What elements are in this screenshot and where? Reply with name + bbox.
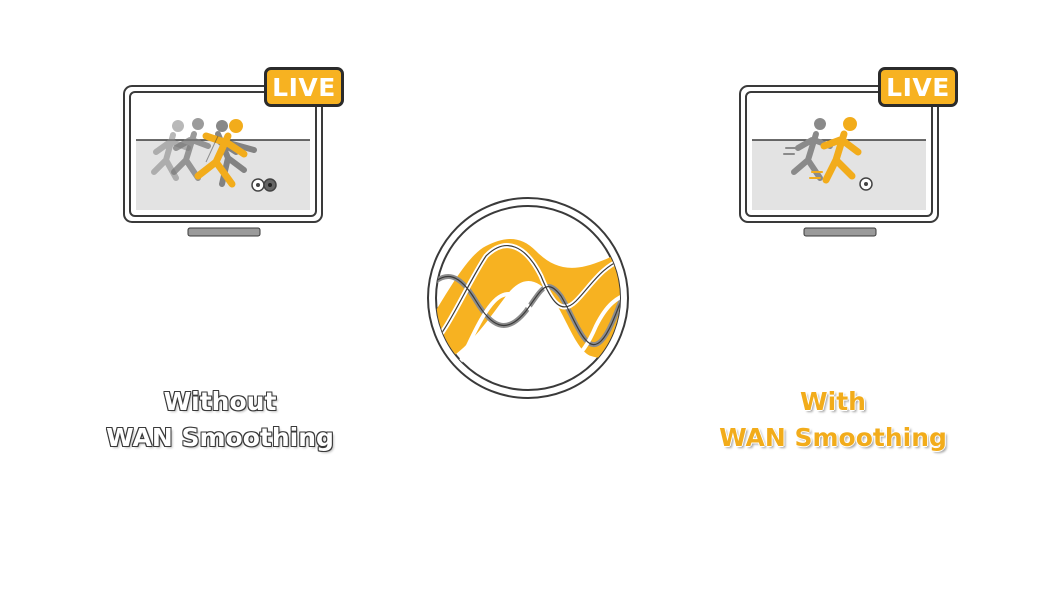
soccer-ball-icon bbox=[251, 178, 277, 192]
live-badge-right: LIVE bbox=[878, 67, 958, 107]
runner-icon bbox=[194, 119, 248, 188]
caption-without: Without WAN Smoothing bbox=[70, 384, 370, 456]
runner-icon bbox=[820, 117, 862, 184]
caption-with: With WAN Smoothing bbox=[683, 384, 983, 456]
tv-icon-with bbox=[739, 85, 939, 237]
caption-with-line2: WAN Smoothing bbox=[719, 423, 947, 452]
wave-logo-icon bbox=[427, 197, 629, 399]
caption-without-line1: Without bbox=[163, 387, 277, 416]
caption-without-line2: WAN Smoothing bbox=[106, 423, 334, 452]
live-badge-left: LIVE bbox=[264, 67, 344, 107]
tv-icon-without bbox=[123, 85, 323, 237]
soccer-ball-icon bbox=[859, 177, 873, 191]
caption-with-line1: With bbox=[800, 387, 866, 416]
